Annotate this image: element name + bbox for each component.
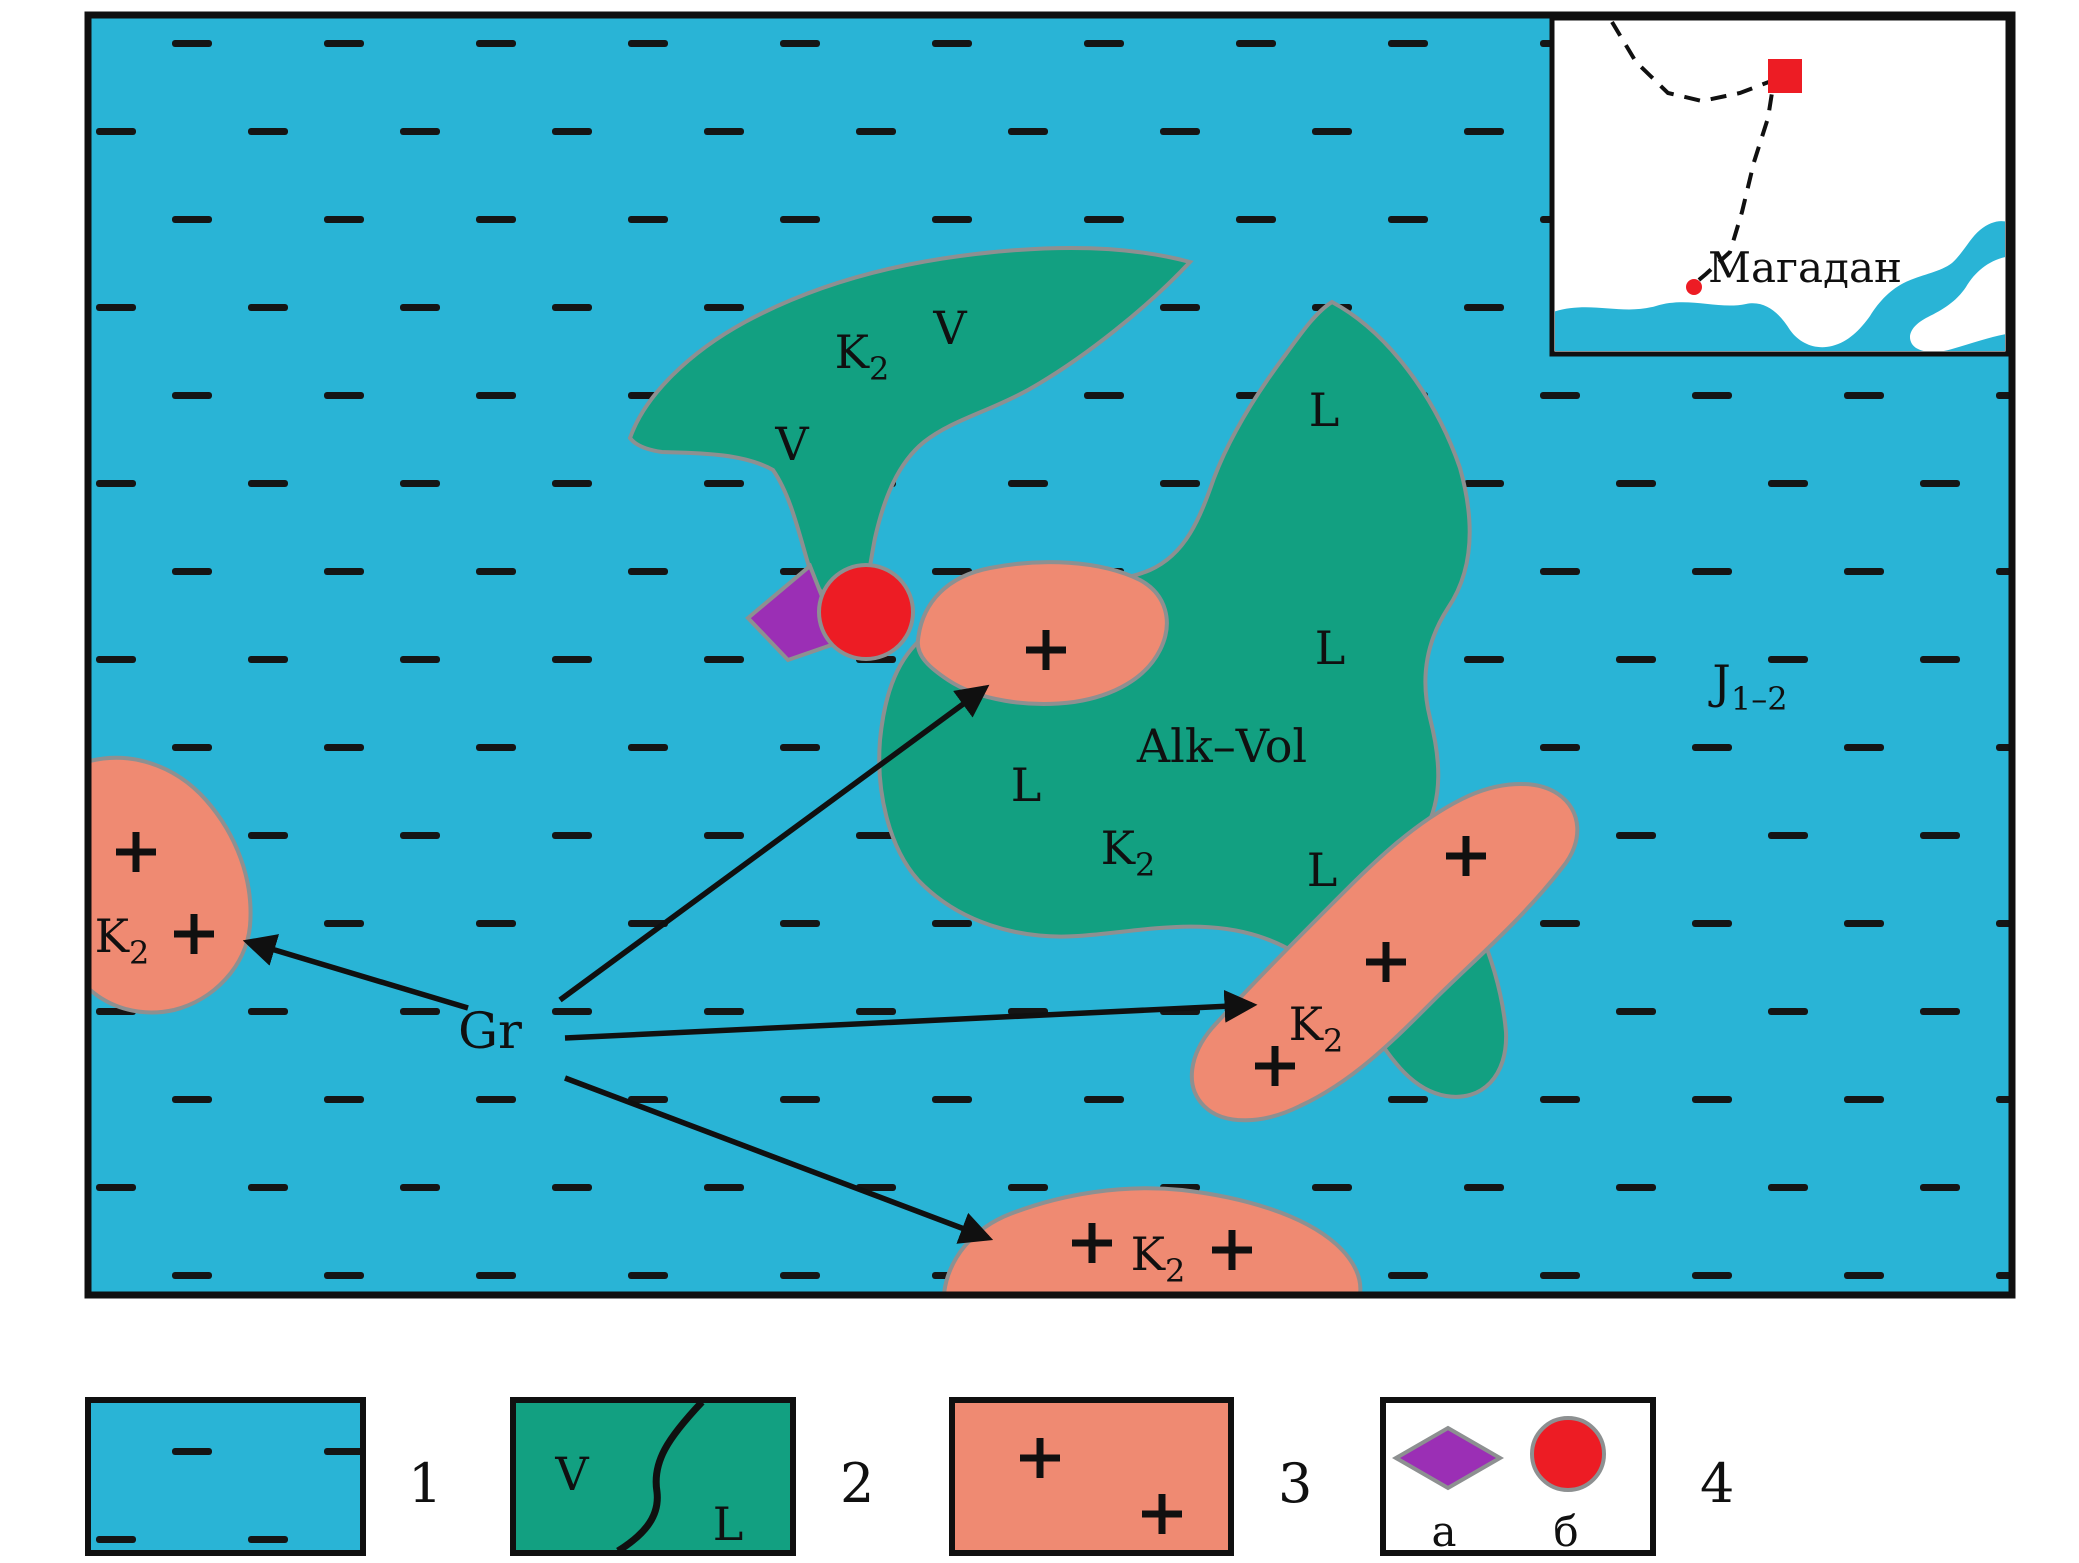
granite-body-west [91,755,253,1015]
gr-arrow-west [242,934,469,1011]
label-l: L [1307,843,1338,897]
volcanic-field-upper [627,246,1194,608]
label-k2: K2 [1101,821,1156,884]
label-gr: Gr [458,1002,522,1060]
legend-item-2: V L 2 [510,1397,874,1556]
inset-sea [1555,221,2005,351]
label-k2: K2 [835,325,890,388]
red-circle-marker [817,563,915,661]
legend-swatch-markers [1380,1397,1656,1556]
label-l: L [1315,621,1346,675]
legend-label-l: L [713,1497,744,1551]
legend-item-4: а б 4 [1380,1397,1734,1556]
map-frame [84,11,2016,1299]
label-alk-vol: Alk–Vol [1136,719,1307,773]
label-v: V [774,417,809,471]
granite-body-central [915,560,1169,706]
inset-map: Магадан [1549,15,2011,357]
legend-swatch-granite [949,1397,1234,1556]
legend-circle-marker [1530,1416,1606,1492]
label-k2: K2 [1289,997,1344,1060]
gr-arrow-central [558,684,990,1003]
legend-diamond-marker [1391,1425,1505,1491]
gr-arrow-south [564,1075,994,1244]
legend-label-a: а [1431,1507,1456,1556]
legend-item-3: 3 [949,1397,1312,1556]
gr-arrow-east [564,989,1258,1041]
inset-city-label: Магадан [1708,243,1902,292]
legend-facies-boundary-line [616,1399,705,1554]
label-k2: K2 [1131,1227,1186,1290]
legend: 1 V L 2 3 а б 4 [85,1397,1734,1556]
inset-peninsula [1910,257,2005,351]
legend-label-v: V [554,1447,589,1501]
legend-number-1: 1 [408,1452,442,1515]
label-k2: K2 [95,909,150,972]
legend-label-b: б [1553,1507,1578,1556]
inset-route-dashed [1610,21,1777,286]
inset-frame [1549,15,2011,357]
legend-number-2: 2 [840,1452,874,1515]
inset-study-area-square [1768,59,1802,93]
label-v: V [932,301,967,355]
legend-item-1: 1 [85,1397,442,1556]
label-j12: J1–2 [1708,655,1787,718]
inset-city-dot [1686,279,1702,295]
legend-number-3: 3 [1278,1452,1312,1515]
label-l: L [1309,383,1340,437]
label-l: L [1011,758,1042,812]
legend-swatch-sea-dashes [91,1403,360,1550]
legend-number-4: 4 [1700,1452,1734,1515]
